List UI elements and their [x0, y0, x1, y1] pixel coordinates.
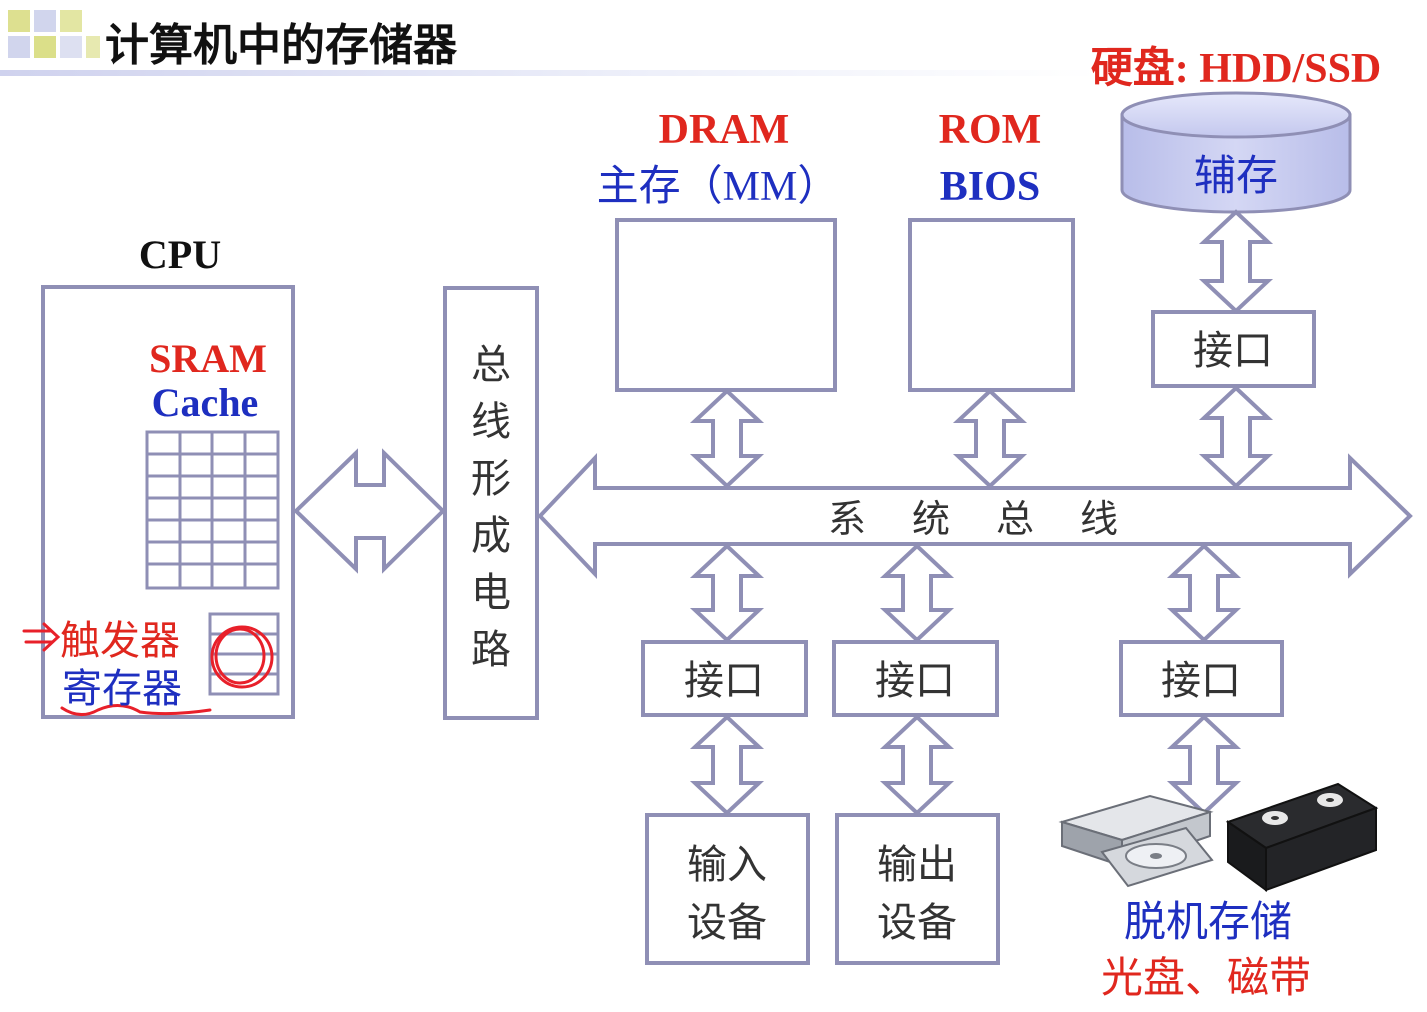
rom-box	[908, 218, 1075, 392]
bus-circuit-char-1: 总	[471, 342, 511, 387]
bus-circuit-char-6: 路	[471, 627, 511, 672]
vertical-arrows	[689, 209, 1274, 816]
secondary-storage-label: 辅存	[1194, 154, 1278, 200]
handwritten-annotation	[22, 622, 274, 716]
offline-media-arrow	[1166, 714, 1242, 816]
optical-drive-icon	[1058, 794, 1214, 888]
output-device-block: 输出 设备	[835, 813, 1000, 965]
bus-circuit-char-5: 电	[471, 570, 511, 615]
cache-grid	[145, 430, 280, 590]
output-device-arrow	[879, 714, 955, 816]
tape-cassette-icon	[1225, 782, 1379, 892]
system-bus-arrow	[537, 452, 1413, 580]
offline-interface-box	[1119, 640, 1284, 717]
offline-interface-block: 接口	[1119, 640, 1284, 717]
offline-media-label: 光盘、磁带	[1101, 955, 1311, 1002]
output-interface-bus-arrow	[879, 543, 955, 643]
input-device-block: 输入 设备	[645, 813, 810, 965]
secondary-interface-label: 接口	[1193, 328, 1273, 373]
secondary-interface-box	[1151, 310, 1316, 388]
input-device-arrow	[689, 714, 765, 816]
main-memory-block: DRAM 主存（MM）	[597, 107, 840, 392]
dram-label: DRAM	[659, 107, 790, 153]
flipflop-label: 触发器	[60, 618, 180, 663]
output-interface-block: 接口	[832, 640, 999, 717]
main-memory-bus-arrow	[689, 388, 765, 489]
system-bus-char-4: 线	[1080, 499, 1118, 541]
page-title: 计算机中的存储器	[105, 20, 458, 71]
register-label: 寄存器	[62, 666, 182, 711]
sram-label: SRAM	[149, 336, 267, 381]
secondary-storage-block: 硬盘: HDD/SSD 辅存 接口	[1091, 45, 1382, 388]
disk-interface-arrow	[1198, 209, 1274, 314]
disk-cylinder-icon	[1120, 91, 1352, 214]
bus-circuit-char-3: 形	[471, 456, 511, 501]
bus-circuit-block: 总 线 形 成 电 路	[443, 286, 539, 720]
system-bus-char-2: 统	[912, 499, 950, 541]
output-device-box	[835, 813, 1000, 965]
input-device-box	[645, 813, 810, 965]
offline-interface-bus-arrow	[1166, 543, 1242, 643]
cpu-bus-circuit-arrow	[293, 448, 446, 574]
main-memory-label: 主存（MM）	[597, 164, 840, 210]
input-interface-box	[641, 640, 808, 717]
cpu-label: CPU	[139, 232, 221, 277]
cache-label: Cache	[152, 380, 259, 425]
system-bus-char-1: 系	[828, 499, 866, 541]
bios-label: BIOS	[940, 164, 1040, 210]
offline-interface-label: 接口	[1161, 658, 1241, 703]
offline-storage-label: 脱机存储	[1124, 900, 1292, 946]
input-device-line2: 设备	[687, 900, 767, 945]
title-decoration	[8, 10, 100, 58]
rom-label: ROM	[939, 107, 1042, 153]
cpu-block: CPU SRAM Cache	[22, 232, 295, 719]
rom-block: ROM BIOS	[908, 107, 1075, 392]
title-bar: 计算机中的存储器	[0, 0, 1427, 78]
system-bus: 系 统 总 线	[537, 452, 1413, 580]
system-bus-char-3: 总	[996, 499, 1034, 541]
input-interface-bus-arrow	[689, 543, 765, 643]
output-device-line1: 输出	[877, 842, 957, 887]
main-memory-box	[615, 218, 837, 392]
output-interface-box	[832, 640, 999, 717]
input-interface-label: 接口	[684, 658, 764, 703]
output-device-line2: 设备	[877, 900, 957, 945]
output-interface-label: 接口	[875, 658, 955, 703]
secondary-interface-bus-arrow	[1198, 385, 1274, 489]
input-interface-block: 接口	[641, 640, 808, 717]
input-device-line1: 输入	[687, 842, 767, 887]
cpu-box	[41, 285, 295, 719]
rom-bus-arrow	[952, 388, 1028, 489]
bus-circuit-char-4: 成	[471, 513, 511, 558]
hdd-ssd-label: 硬盘: HDD/SSD	[1091, 45, 1382, 92]
bus-circuit-char-2: 线	[471, 399, 511, 444]
bus-circuit-box	[443, 286, 539, 720]
